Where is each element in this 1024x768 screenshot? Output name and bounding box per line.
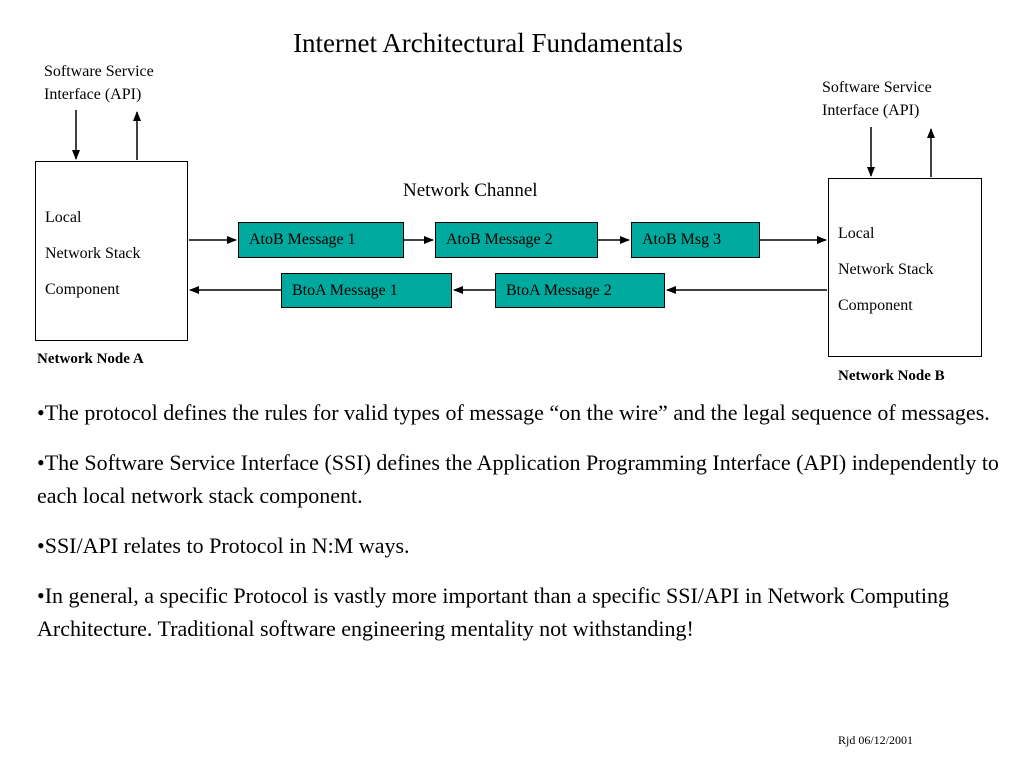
- node-a-text: Local Network Stack Component: [45, 200, 141, 308]
- node-b-line-component: Component: [838, 297, 913, 314]
- node-a-ssi-line1: Software Service: [44, 63, 154, 80]
- btoa-message-1: BtoA Message 1: [281, 273, 452, 308]
- node-b-ssi-line1: Software Service: [822, 79, 932, 96]
- bullet-item: •The protocol defines the rules for vali…: [37, 400, 990, 425]
- bullet-item: •In general, a specific Protocol is vast…: [37, 583, 949, 641]
- atob-message-2: AtoB Message 2: [435, 222, 598, 258]
- node-b-text: Local Network Stack Component: [838, 216, 934, 324]
- node-b-ssi-line2: Interface (API): [822, 102, 920, 119]
- atob-message-3: AtoB Msg 3: [631, 222, 760, 258]
- node-a-box: Local Network Stack Component: [35, 161, 188, 341]
- bullet-item: •SSI/API relates to Protocol in N:M ways…: [37, 533, 410, 558]
- node-a-ssi-label: Software Service Interface (API): [44, 60, 154, 106]
- node-b-ssi-label: Software Service Interface (API): [822, 76, 932, 122]
- node-b-line-network-stack: Network Stack: [838, 261, 934, 278]
- node-a-line-network-stack: Network Stack: [45, 245, 141, 262]
- node-a-line-component: Component: [45, 281, 120, 298]
- atob-message-1: AtoB Message 1: [238, 222, 404, 258]
- footer-date: Rjd 06/12/2001: [838, 733, 914, 747]
- node-b-label: Network Node B: [838, 368, 945, 384]
- node-b-box: Local Network Stack Component: [828, 178, 982, 357]
- node-a-ssi-line2: Interface (API): [44, 86, 142, 103]
- node-a-line-local: Local: [45, 209, 82, 226]
- network-channel-label: Network Channel: [403, 180, 538, 201]
- node-a-label: Network Node A: [37, 351, 144, 367]
- bullet-item: •The Software Service Interface (SSI) de…: [37, 450, 999, 508]
- slide-title: Internet Architectural Fundamentals: [293, 28, 683, 58]
- bullet-list: •The protocol defines the rules for vali…: [37, 396, 1021, 662]
- btoa-message-2: BtoA Message 2: [495, 273, 665, 308]
- node-b-line-local: Local: [838, 225, 875, 242]
